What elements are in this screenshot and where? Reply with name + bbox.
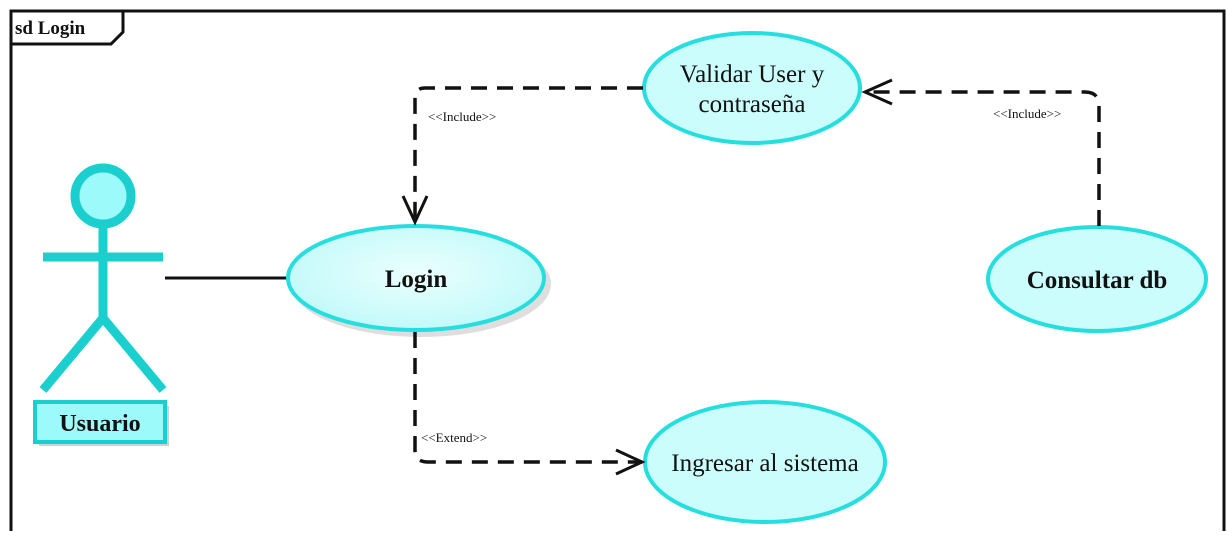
validar-label-line1: Validar User y xyxy=(680,61,825,88)
validar-label-line2: contraseña xyxy=(699,91,806,118)
include-left-label: <<Include>> xyxy=(428,109,496,124)
login-label: Login xyxy=(385,266,448,293)
usecase-ingresar[interactable]: Ingresar al sistema xyxy=(643,400,887,524)
extend-line xyxy=(413,332,642,464)
include-right-arrowhead xyxy=(861,78,893,106)
include-left-line xyxy=(413,86,643,220)
include-right-label: <<Include>> xyxy=(993,106,1061,121)
actor-usuario[interactable]: Usuario xyxy=(33,163,169,446)
actor-head xyxy=(70,163,136,229)
diagram-frame xyxy=(9,9,1226,536)
usecase-validar[interactable]: Validar User y contraseña xyxy=(642,31,862,145)
frame-tab xyxy=(9,9,125,46)
extend-arrowhead xyxy=(615,448,646,476)
ingresar-label: Ingresar al sistema xyxy=(671,450,858,477)
usecase-login[interactable]: Login xyxy=(286,224,551,337)
include-right-line xyxy=(865,90,1101,226)
extend-label: <<Extend>> xyxy=(421,430,487,445)
consultar-label: Consultar db xyxy=(1027,267,1168,294)
actor-label-box xyxy=(33,400,167,444)
frame-label: sd Login xyxy=(15,18,86,39)
validar-ellipse xyxy=(642,31,862,145)
actor-right-leg xyxy=(99,315,167,393)
usecase-consultar[interactable]: Consultar db xyxy=(986,225,1208,333)
actor-left-leg xyxy=(39,315,107,393)
actor-name: Usuario xyxy=(59,411,140,437)
login-ellipse xyxy=(286,224,546,332)
consultar-ellipse xyxy=(986,225,1208,333)
include-left-arrowhead xyxy=(401,195,429,226)
